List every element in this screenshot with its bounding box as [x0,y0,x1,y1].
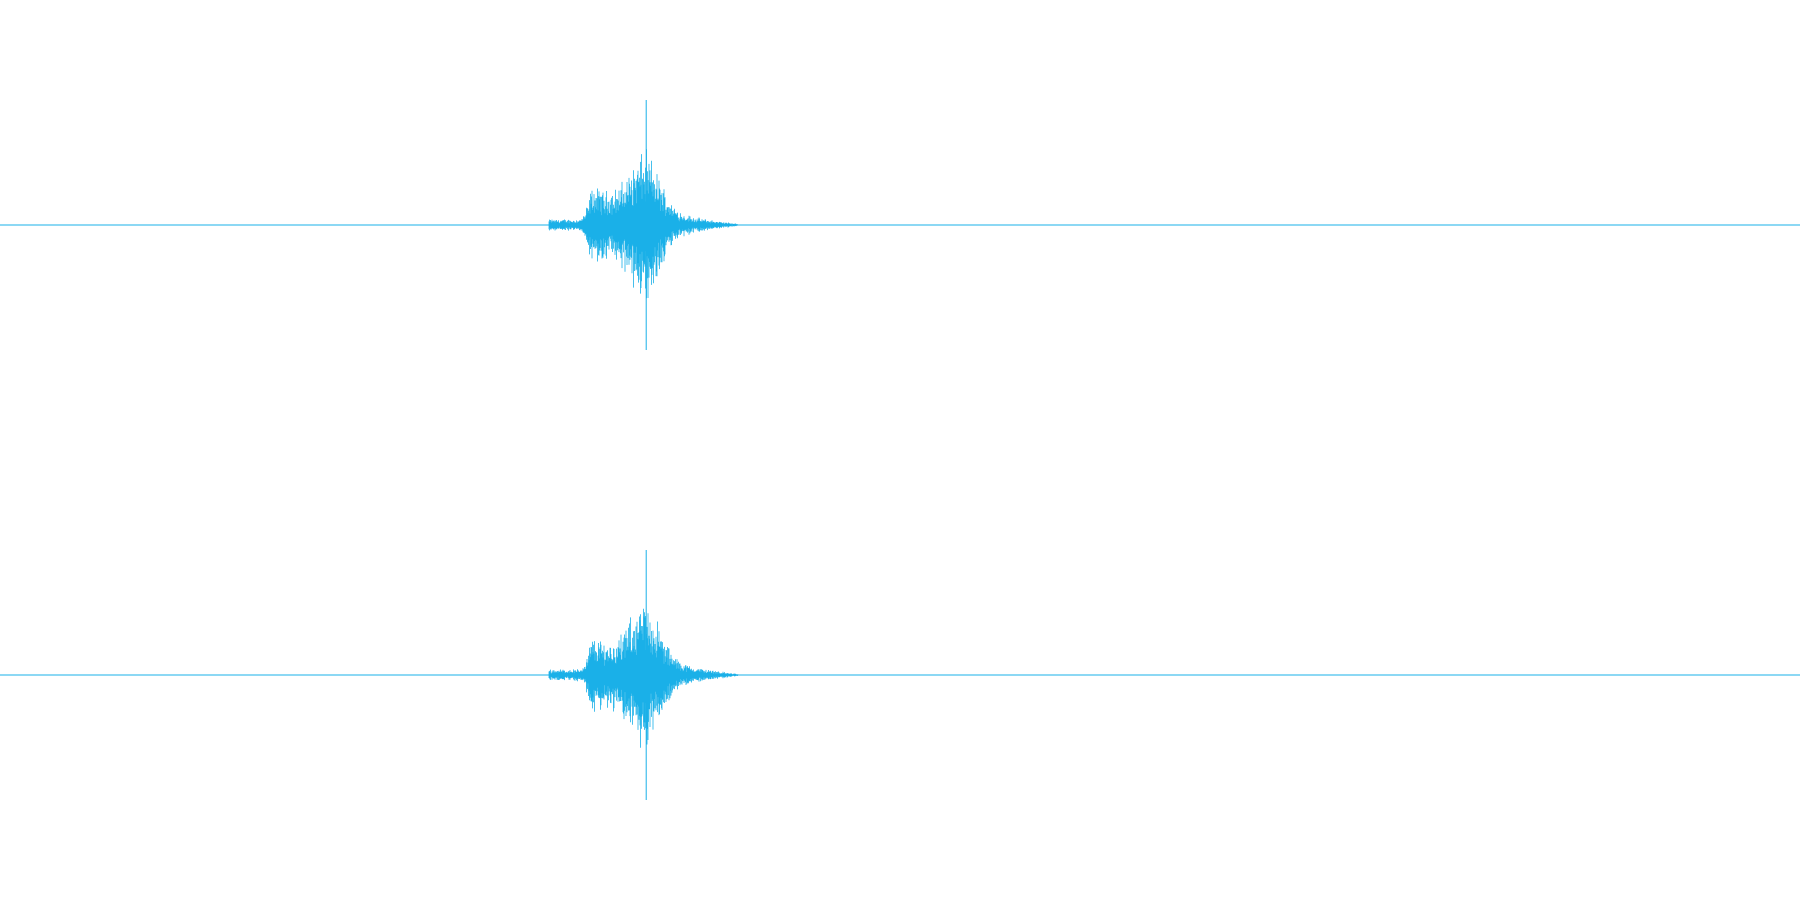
channel-burst [548,608,739,748]
channel-burst [548,149,739,299]
channel-1-waveform [0,100,1800,350]
channel-2-waveform [0,550,1800,800]
